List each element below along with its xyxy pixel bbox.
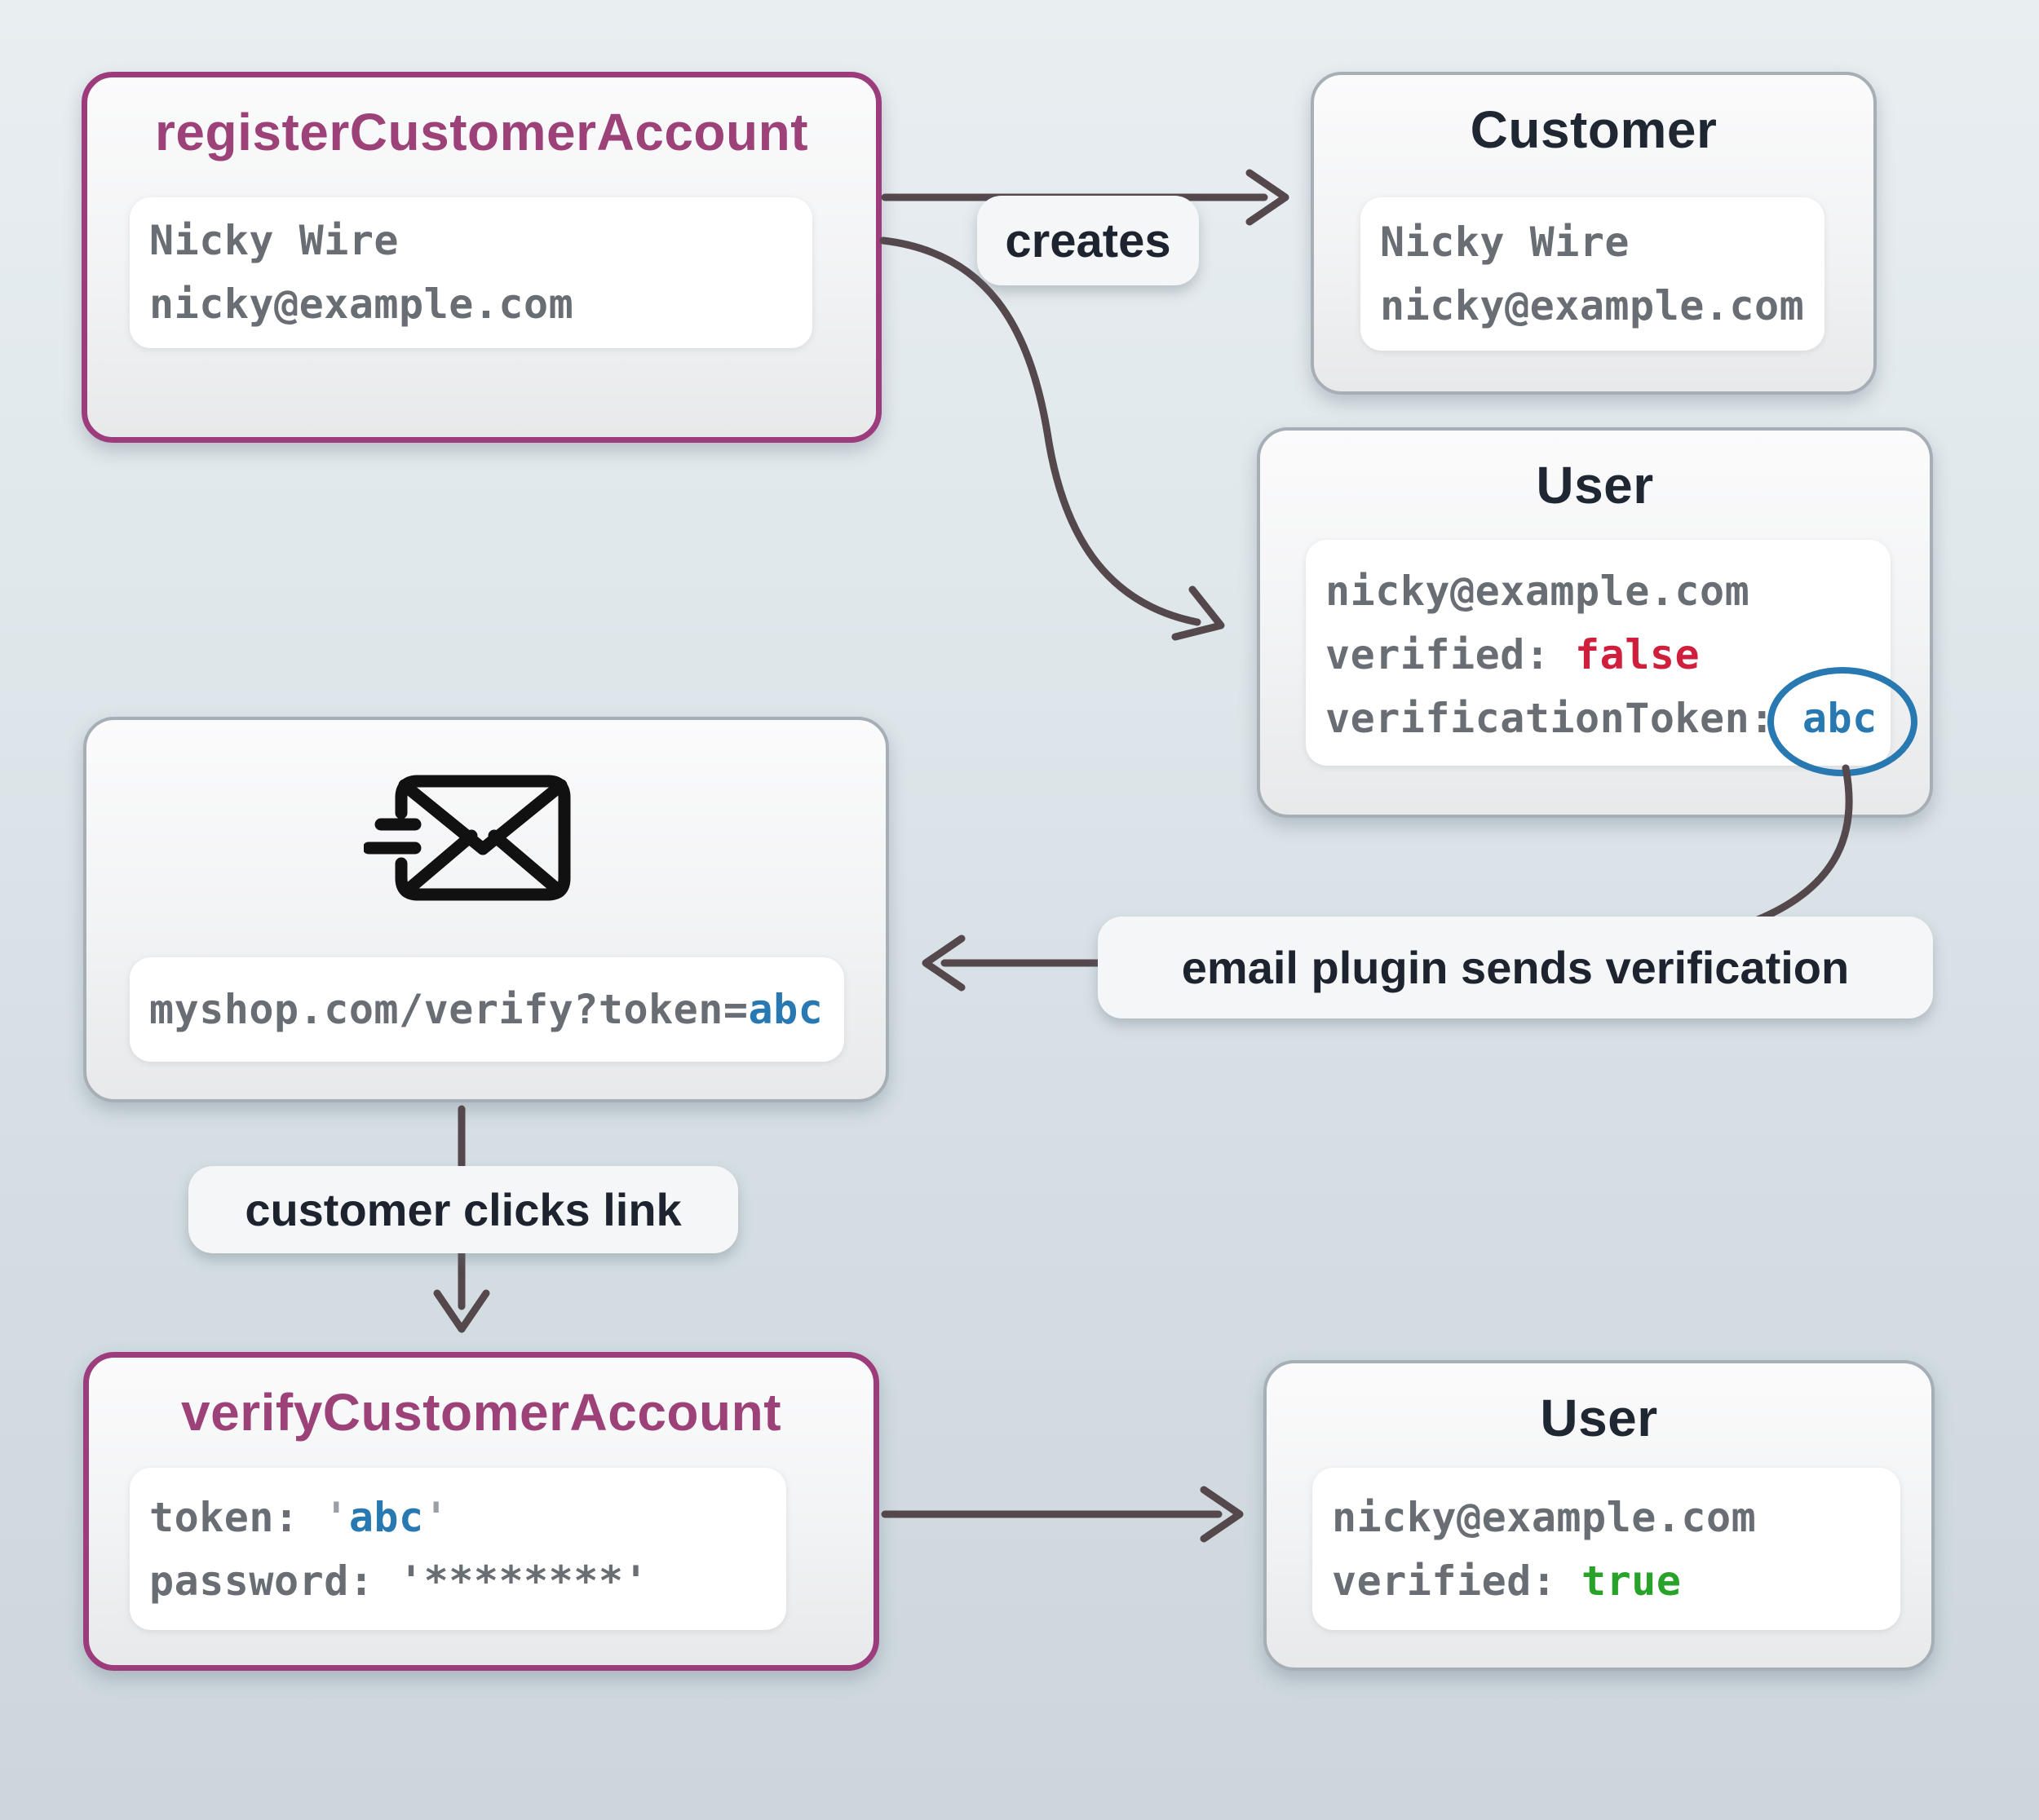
verify-fields-card: token: 'abc' password: '********' [130, 1468, 786, 1630]
verified-value-false: false [1575, 631, 1701, 678]
verification-url-token: abc [748, 986, 824, 1033]
user-verified-box-title: User [1540, 1389, 1658, 1447]
user-verified-verified-field: verified: true [1332, 1549, 1900, 1613]
password-key: password: [149, 1557, 400, 1605]
verification-url-card: myshop.com/verify?token=abc [130, 957, 844, 1062]
customer-email-field: nicky@example.com [1380, 274, 1824, 338]
register-fields-card: Nicky Wire nicky@example.com [130, 197, 812, 348]
user-verified-email-field: nicky@example.com [1332, 1486, 1900, 1549]
token-highlight-circle [1767, 667, 1917, 776]
verification-url-prefix: myshop.com/verify?token= [149, 986, 749, 1033]
user-unverified-verified-field: verified: false [1325, 623, 1891, 687]
register-customer-account-box: registerCustomerAccount Nicky Wire nicky… [82, 72, 882, 443]
customer-fields-card: Nicky Wire nicky@example.com [1360, 197, 1824, 351]
verified-key: verified: [1332, 1557, 1582, 1605]
user-unverified-email-field: nicky@example.com [1325, 559, 1891, 623]
register-email-field: nicky@example.com [149, 272, 812, 336]
user-verified-email-value: nicky@example.com [1332, 1494, 1757, 1541]
register-box-title: registerCustomerAccount [155, 103, 808, 161]
customer-box: Customer Nicky Wire nicky@example.com [1311, 72, 1877, 395]
verify-token-field: token: 'abc' [149, 1486, 786, 1549]
verification-token-key: verificationToken: [1325, 695, 1775, 742]
register-name-field: Nicky Wire [149, 209, 812, 272]
customer-name-value: Nicky Wire [1380, 219, 1630, 266]
token-key: token: [149, 1494, 325, 1541]
customer-box-title: Customer [1470, 100, 1718, 159]
email-plugin-arrow [922, 934, 1107, 992]
send-email-icon [364, 775, 571, 901]
user-verified-fields-card: nicky@example.com verified: true [1312, 1468, 1900, 1630]
creates-label: creates [977, 196, 1199, 285]
verify-to-user-arrow [881, 1486, 1244, 1543]
register-name-value: Nicky Wire [149, 217, 400, 264]
email-plugin-label: email plugin sends verification [1098, 917, 1933, 1018]
verification-email-box: myshop.com/verify?token=abc [83, 717, 889, 1102]
verify-password-field: password: '********' [149, 1549, 786, 1613]
user-verified-box: User nicky@example.com verified: true [1263, 1360, 1935, 1671]
user-unverified-email-value: nicky@example.com [1325, 568, 1750, 615]
token-value: abc [348, 1494, 424, 1541]
token-open-quote: ' [324, 1494, 349, 1541]
verify-box-title: verifyCustomerAccount [181, 1383, 781, 1442]
verified-key: verified: [1325, 631, 1576, 678]
verification-url: myshop.com/verify?token=abc [149, 978, 823, 1041]
user-unverified-box-title: User [1536, 456, 1654, 515]
customer-clicks-label: customer clicks link [188, 1166, 738, 1253]
token-close-quote: ' [423, 1494, 449, 1541]
creates-arrow-curved [879, 236, 1225, 641]
verify-customer-account-box: verifyCustomerAccount token: 'abc' passw… [83, 1352, 879, 1671]
token-to-label-connector [1749, 764, 1853, 925]
customer-email-value: nicky@example.com [1380, 282, 1805, 329]
user-unverified-fields-card: nicky@example.com verified: false verifi… [1306, 540, 1891, 766]
customer-name-field: Nicky Wire [1380, 210, 1824, 274]
user-unverified-box: User nicky@example.com verified: false v… [1257, 427, 1933, 818]
register-email-value: nicky@example.com [149, 281, 574, 328]
verified-value-true: true [1581, 1557, 1682, 1605]
password-value: '********' [399, 1557, 649, 1605]
